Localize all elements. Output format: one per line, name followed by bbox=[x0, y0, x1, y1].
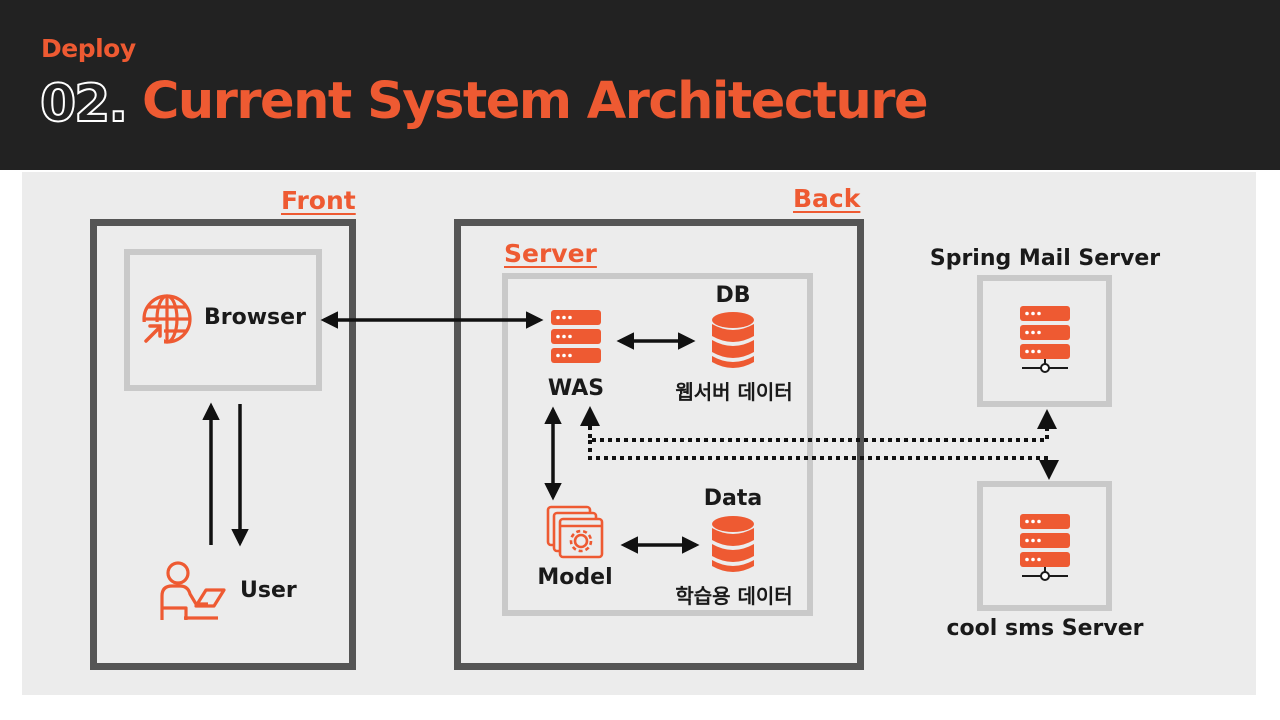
page-title: Current System Architecture bbox=[142, 72, 929, 131]
section-number: 02. bbox=[39, 73, 129, 135]
mail-server-box bbox=[977, 275, 1112, 407]
database-icon bbox=[712, 312, 754, 374]
back-container bbox=[454, 219, 864, 670]
mail-server-label: Spring Mail Server bbox=[929, 246, 1161, 271]
window-gear-icon bbox=[546, 505, 604, 565]
section-subtitle: Deploy bbox=[41, 34, 136, 63]
sms-server-label: cool sms Server bbox=[946, 616, 1144, 641]
server-rack-icon bbox=[551, 310, 601, 372]
user-label: User bbox=[240, 578, 297, 603]
sms-server-box bbox=[977, 481, 1112, 611]
server-label: Server bbox=[504, 239, 597, 268]
front-container bbox=[90, 219, 356, 670]
was-mail-dotted-arrow bbox=[580, 406, 1057, 442]
globe-cursor-icon bbox=[140, 292, 194, 350]
user-laptop-icon bbox=[156, 560, 226, 626]
front-label: Front bbox=[281, 186, 356, 215]
server-container bbox=[502, 273, 813, 616]
data-caption: 학습용 데이터 bbox=[675, 584, 793, 608]
header-bar: Deploy 02. Current System Architecture bbox=[0, 0, 1280, 170]
data-title: Data bbox=[703, 486, 763, 511]
db-caption: 웹서버 데이터 bbox=[675, 380, 793, 404]
browser-box bbox=[124, 249, 322, 391]
db-title: DB bbox=[715, 283, 751, 308]
server-rack-icon bbox=[1020, 514, 1070, 588]
was-sms-dotted-arrow bbox=[588, 440, 1059, 480]
database-icon bbox=[712, 516, 754, 578]
was-label: WAS bbox=[547, 376, 605, 401]
browser-label: Browser bbox=[204, 305, 306, 330]
model-label: Model bbox=[537, 565, 613, 590]
server-rack-icon bbox=[1020, 306, 1070, 380]
back-label: Back bbox=[793, 184, 861, 213]
